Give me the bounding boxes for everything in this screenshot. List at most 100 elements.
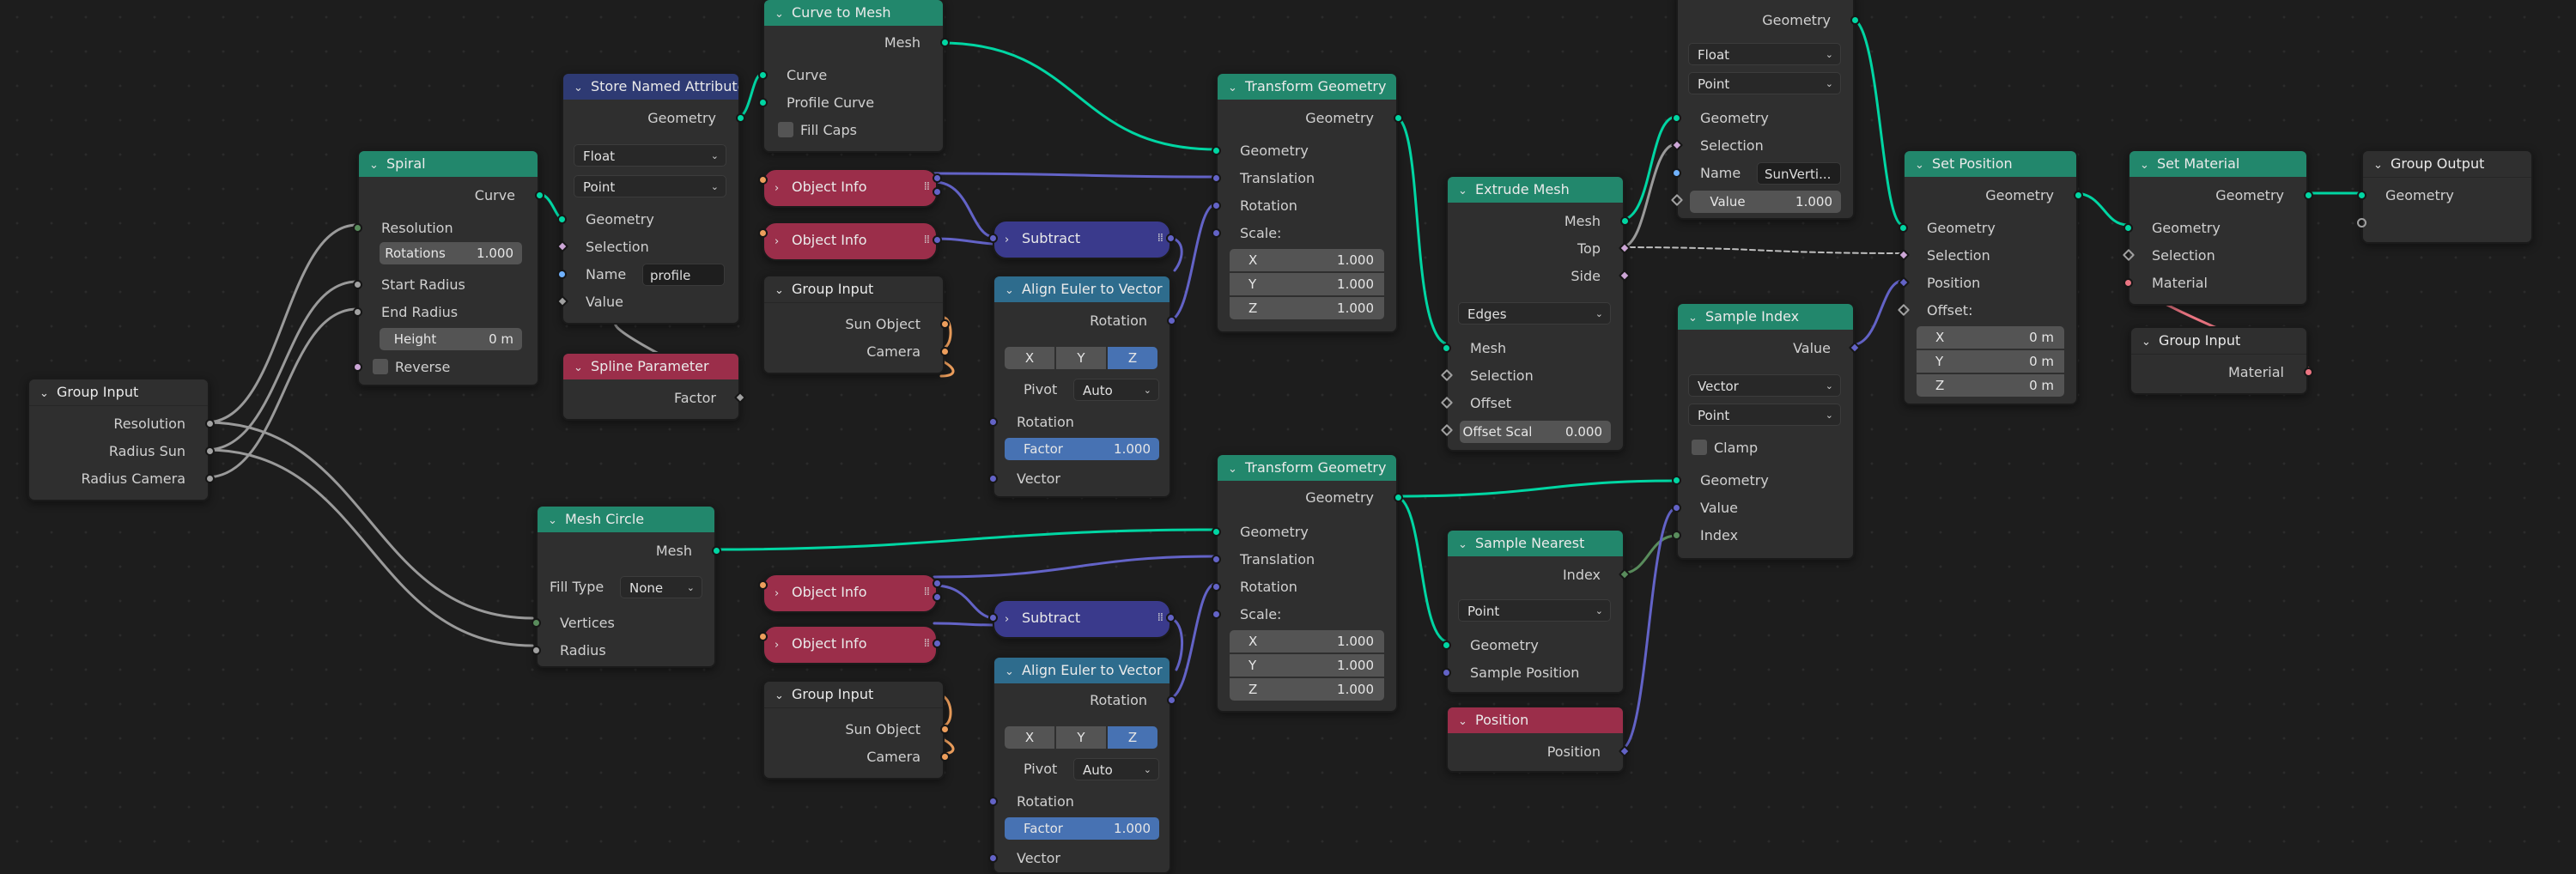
chevron-down-icon[interactable]: ⌄ — [775, 689, 784, 702]
node-header[interactable]: ⌄Spiral — [359, 151, 538, 177]
geometry-out-socket[interactable] — [2304, 191, 2313, 200]
value-socket[interactable] — [556, 294, 569, 308]
node-header[interactable]: ⌄Group Input — [2131, 328, 2306, 355]
object-socket[interactable] — [758, 228, 768, 238]
rotation-out-socket[interactable] — [1167, 695, 1176, 705]
node-header[interactable]: ⌄Position — [1448, 707, 1623, 733]
chevron-down-icon[interactable]: ⌄ — [1005, 665, 1014, 678]
selection-socket[interactable] — [1670, 138, 1684, 152]
align-euler-to-vector-node[interactable]: ⌄Align Euler to Vector Rotation X Y Z Pi… — [988, 275, 1176, 498]
selection-socket[interactable] — [2122, 248, 2136, 262]
group-input-node[interactable]: ⌄Group Input Sun Object Camera — [762, 275, 950, 374]
node-header[interactable]: ⌄Align Euler to Vector — [994, 276, 1170, 302]
start-radius-socket[interactable] — [353, 280, 362, 289]
object-socket[interactable] — [758, 175, 768, 185]
chevron-down-icon[interactable]: ⌄ — [1458, 715, 1467, 728]
chevron-down-icon[interactable]: ⌄ — [574, 361, 583, 374]
radius-socket[interactable] — [532, 646, 541, 655]
chevron-down-icon[interactable]: ⌄ — [369, 159, 379, 172]
geometry-socket[interactable] — [1442, 640, 1451, 650]
chevron-down-icon[interactable]: ⌄ — [775, 284, 784, 297]
name-socket[interactable] — [557, 270, 567, 279]
group-input-node[interactable]: ⌄Group Input Sun Object Camera — [762, 680, 950, 780]
subtract-node[interactable]: ›Subtract⁞⁞ — [988, 599, 1176, 639]
node-header[interactable]: ⌄Sample Index — [1678, 304, 1853, 330]
node-header[interactable]: ⌄Group Input — [29, 379, 208, 406]
curve-socket[interactable] — [758, 70, 768, 80]
node-header[interactable]: ⌄Sample Nearest — [1448, 531, 1623, 556]
camera-socket[interactable] — [940, 347, 950, 356]
chevron-right-icon[interactable]: › — [1005, 613, 1010, 626]
node-header[interactable]: ⌄Group Input — [764, 682, 943, 708]
value-out-socket[interactable] — [1848, 341, 1862, 355]
selection-socket[interactable] — [556, 240, 569, 253]
transform-geometry-node[interactable]: ⌄Transform Geometry Geometry Geometry Tr… — [1212, 453, 1403, 713]
transform-geometry-node[interactable]: ⌄Transform Geometry Geometry Geometry Tr… — [1212, 72, 1403, 333]
spline-parameter-node[interactable]: ⌄Spline Parameter Factor — [562, 352, 747, 421]
curve-socket[interactable] — [535, 191, 544, 200]
node-header[interactable]: ›Object Info⁞⁞ — [764, 223, 936, 258]
vector-out-socket[interactable] — [1166, 234, 1176, 243]
node-header[interactable]: ›Subtract⁞⁞ — [994, 222, 1170, 256]
empty-socket[interactable] — [2357, 218, 2366, 228]
geometry-in-socket[interactable] — [1672, 113, 1681, 123]
node-header[interactable]: ›Object Info⁞⁞ — [764, 170, 936, 204]
rotation-socket[interactable] — [1212, 582, 1221, 592]
axis-z-button[interactable]: Z — [1108, 726, 1157, 749]
geometry-out-socket[interactable] — [2074, 191, 2083, 200]
offset-socket[interactable] — [1897, 303, 1911, 317]
store-named-attribute-node[interactable]: Geometry Float⌄ Point⌄ Geometry Selectio… — [1670, 0, 1860, 220]
axis-y-button[interactable]: Y — [1056, 347, 1106, 369]
type-dropdown[interactable]: Float⌄ — [1688, 43, 1841, 65]
chevron-down-icon[interactable]: ⌄ — [1688, 312, 1698, 325]
store-named-attribute-node[interactable]: ⌄Store Named Attribute Geometry Float⌄ P… — [556, 72, 745, 325]
sample-position-socket[interactable] — [1442, 668, 1451, 677]
profile-curve-socket[interactable] — [758, 98, 768, 107]
geometry-in-socket[interactable] — [1212, 146, 1221, 155]
geometry-in-socket[interactable] — [557, 215, 567, 224]
translation-socket[interactable] — [1212, 555, 1221, 564]
sample-nearest-node[interactable]: ⌄Sample Nearest Index Point⌄ Geometry Sa… — [1442, 529, 1631, 694]
domain-dropdown[interactable]: Point⌄ — [1458, 599, 1611, 622]
object-info-node[interactable]: ›Object Info⁞⁞ — [758, 574, 942, 613]
chevron-down-icon[interactable]: ⌄ — [574, 82, 583, 94]
chevron-down-icon[interactable]: ⌄ — [1005, 284, 1014, 297]
type-dropdown[interactable]: Vector⌄ — [1688, 374, 1841, 397]
mesh-socket[interactable] — [940, 38, 950, 47]
set-material-node[interactable]: ⌄Set Material Geometry Geometry Selectio… — [2122, 149, 2313, 306]
chevron-right-icon[interactable]: › — [775, 639, 780, 652]
value-in-socket[interactable] — [1672, 503, 1681, 513]
reverse-checkbox[interactable] — [373, 359, 388, 374]
chevron-down-icon[interactable]: ⌄ — [1915, 159, 1924, 172]
vertices-socket[interactable] — [532, 618, 541, 628]
sun-object-socket[interactable] — [940, 319, 950, 329]
node-header[interactable]: ›Object Info⁞⁞ — [764, 575, 936, 610]
object-info-node[interactable]: ›Object Info⁞⁞ — [758, 222, 942, 261]
scale-socket[interactable] — [1212, 610, 1221, 619]
fill-type-dropdown[interactable]: None⌄ — [620, 576, 702, 598]
name-field[interactable]: profile — [642, 264, 725, 286]
vector-in-socket[interactable] — [988, 234, 998, 243]
offset-scale-socket[interactable] — [1440, 423, 1454, 437]
camera-socket[interactable] — [940, 752, 950, 762]
axis-z-button[interactable]: Z — [1108, 347, 1157, 369]
radius-camera-socket[interactable] — [205, 474, 215, 483]
node-header[interactable]: ⌄Extrude Mesh — [1448, 177, 1623, 203]
selection-socket[interactable] — [1440, 368, 1454, 382]
chevron-down-icon[interactable]: ⌄ — [39, 387, 49, 400]
value-socket[interactable] — [1670, 193, 1684, 207]
geometry-in-socket[interactable] — [1212, 527, 1221, 537]
mesh-circle-node[interactable]: ⌄Mesh Circle Mesh Fill Type None⌄ Vertic… — [532, 505, 721, 668]
chevron-right-icon[interactable]: › — [775, 235, 780, 248]
